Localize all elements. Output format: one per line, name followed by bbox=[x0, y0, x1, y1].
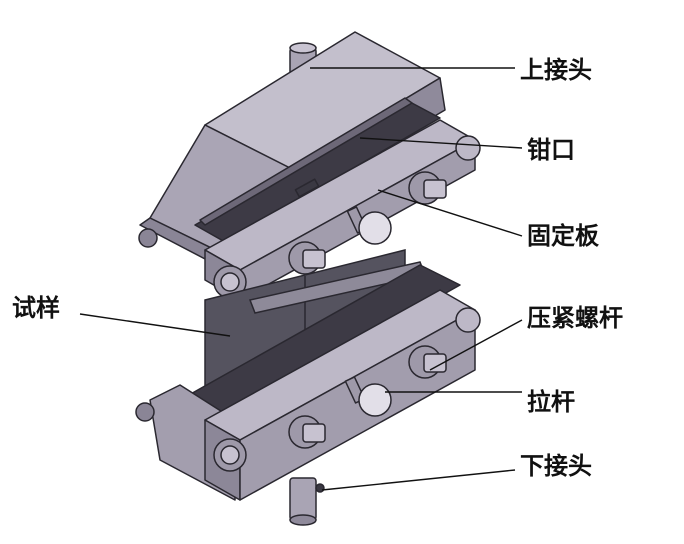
label-fixed-plate: 固定板 bbox=[527, 222, 599, 250]
lower-bolt-right-nut bbox=[423, 353, 447, 373]
lower-joint-pin-hole bbox=[315, 483, 325, 493]
label-specimen: 试样 bbox=[12, 294, 60, 322]
lower-side-bolt bbox=[135, 402, 155, 422]
upper-bolt-right-nut bbox=[423, 179, 447, 199]
leader-specimen bbox=[79, 313, 231, 337]
leader-lower-joint bbox=[321, 469, 516, 491]
upper-joint-top bbox=[289, 42, 317, 54]
upper-grip-assembly bbox=[138, 31, 481, 301]
upper-bolt-left-head bbox=[220, 272, 240, 292]
leader-fixed-plate bbox=[377, 189, 523, 237]
lower-pull-rod-knob bbox=[358, 383, 392, 417]
lower-bolt-far-right bbox=[455, 307, 481, 333]
lower-grip-assembly bbox=[135, 264, 481, 526]
lower-joint-rod bbox=[289, 477, 317, 521]
label-lower-joint: 下接头 bbox=[520, 452, 592, 480]
label-jaw: 钳口 bbox=[527, 136, 575, 164]
label-pull-rod: 拉杆 bbox=[527, 388, 575, 416]
leader-jaw bbox=[359, 137, 523, 149]
lower-joint-bottom bbox=[289, 514, 317, 526]
upper-side-bolt bbox=[138, 228, 158, 248]
leader-lines bbox=[79, 67, 523, 491]
leader-clamp-bolt bbox=[429, 319, 523, 371]
upper-slot bbox=[294, 178, 320, 198]
upper-jaw-rail-top bbox=[199, 97, 413, 226]
label-clamp-bolt: 压紧螺杆 bbox=[527, 304, 623, 332]
lower-bolt-left-head bbox=[220, 445, 240, 465]
upper-bolt-middle-nut bbox=[302, 249, 326, 269]
upper-pull-rod-knob bbox=[358, 211, 392, 245]
upper-bolt-far-right bbox=[455, 135, 481, 161]
label-upper-joint: 上接头 bbox=[520, 56, 592, 84]
lower-bolt-middle-nut bbox=[302, 423, 326, 443]
